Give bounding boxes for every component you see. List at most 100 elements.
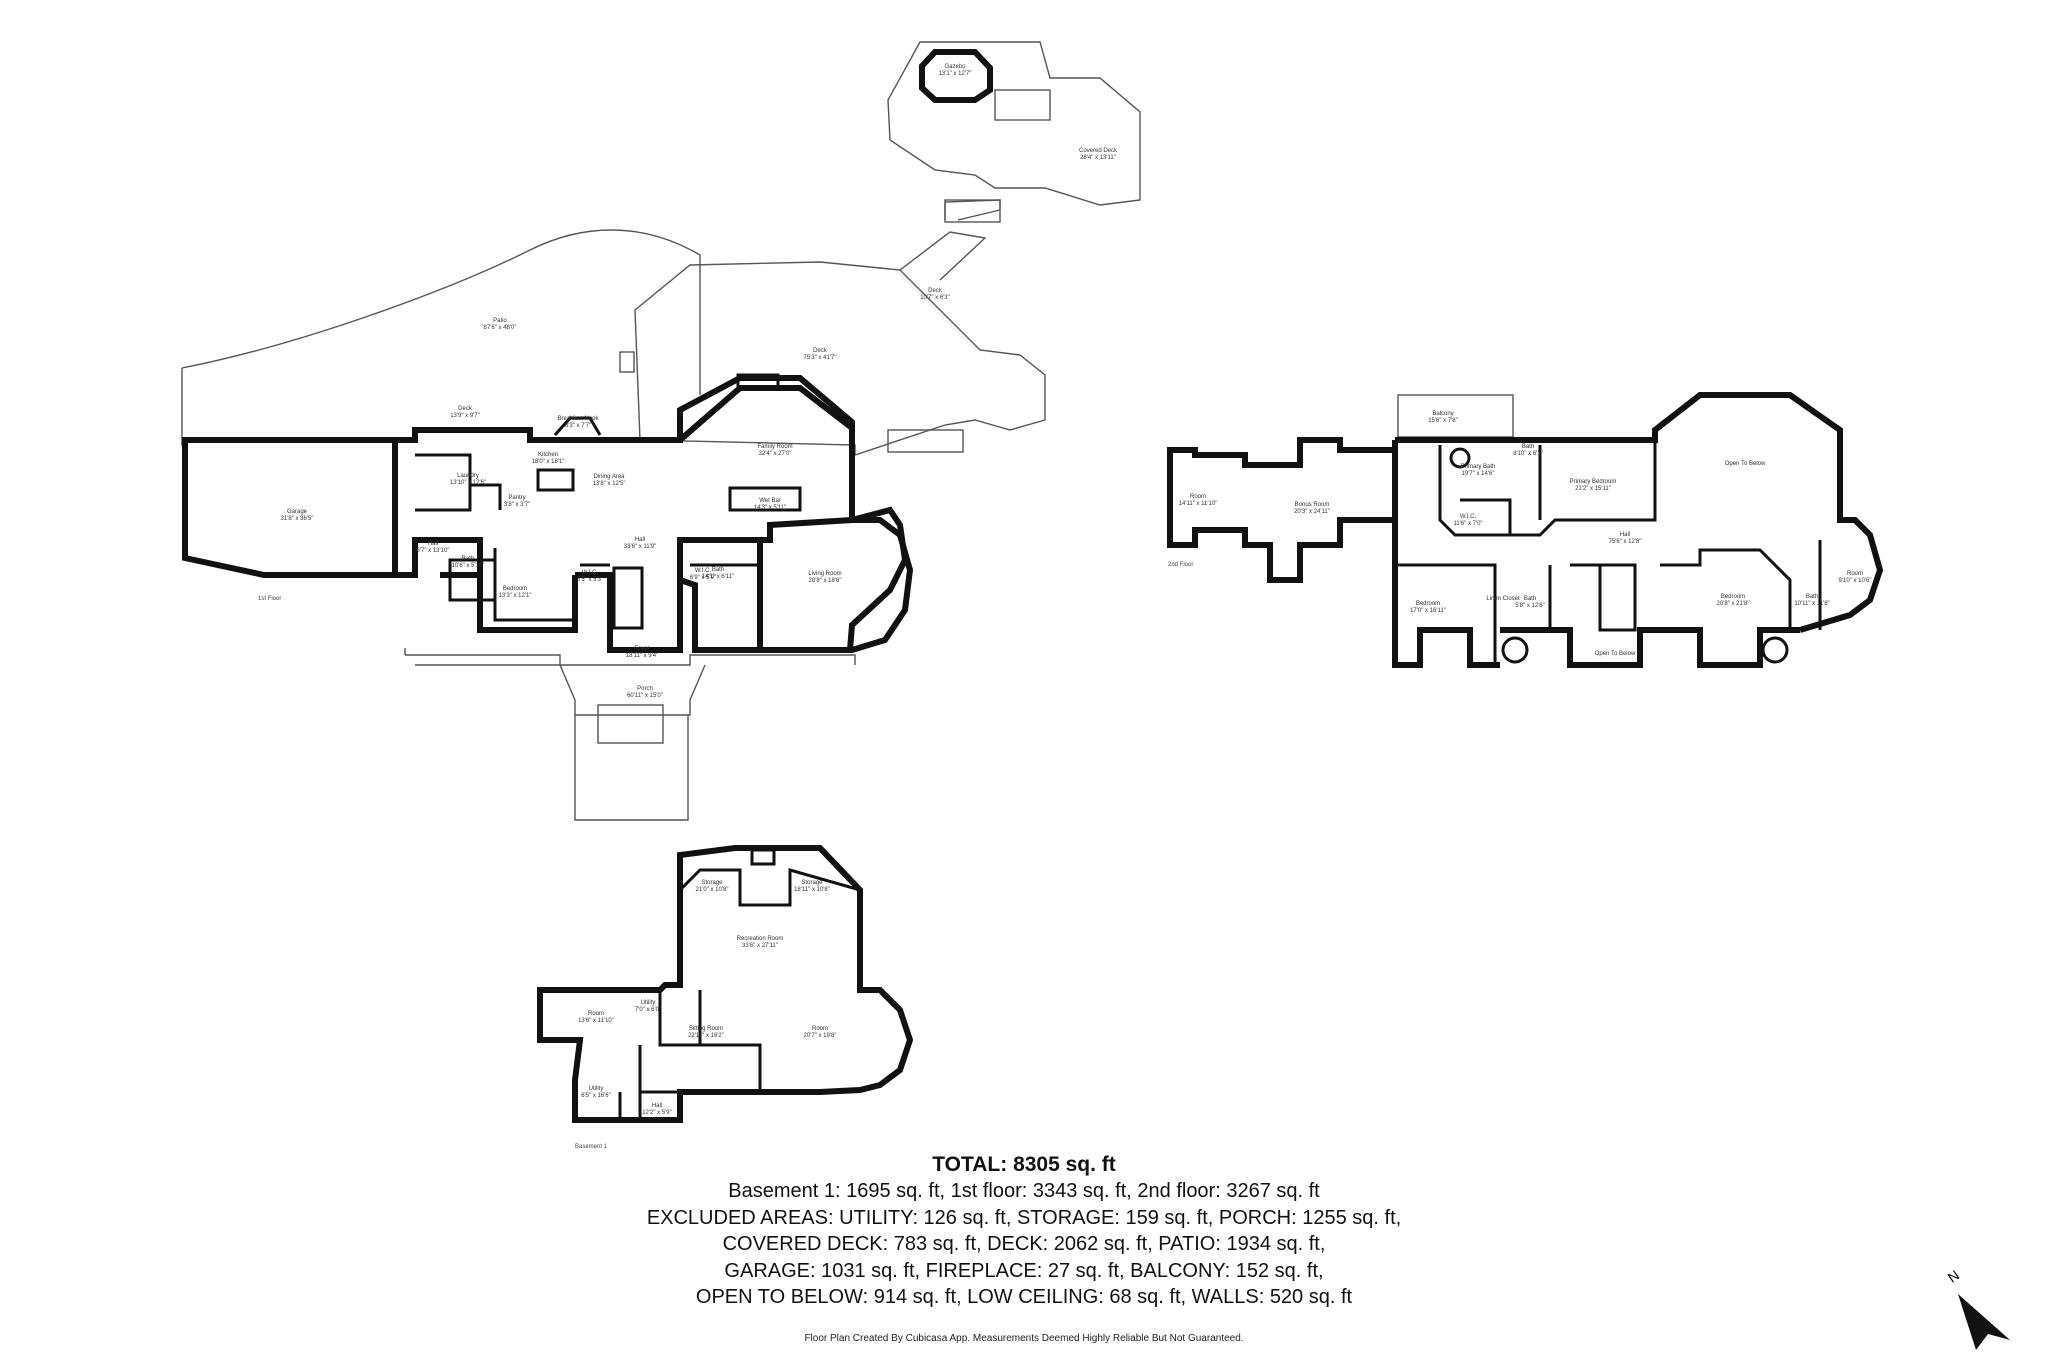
credit-text: Floor Plan Created By Cubicasa App. Meas… (804, 1333, 1244, 1344)
second-room-name: Linen Closet (1486, 596, 1520, 602)
first-room-dims: 6'7" x 13'10" (417, 548, 450, 554)
first-room-name: Wet Bar (759, 498, 781, 504)
first-room-name: Kitchen (538, 452, 558, 458)
basement-stairs (638, 1090, 682, 1122)
second-room-name: Bedroom (1721, 594, 1745, 600)
second-room-dims: 11'6" x 7'0" (1453, 521, 1482, 527)
basement-interior-walls (618, 990, 762, 1120)
basement-room-name: Storage (701, 880, 723, 886)
summary-line-1: Basement 1: 1695 sq. ft, 1st floor: 3343… (728, 1180, 1320, 1202)
second-room-name: Bonus Room (1295, 502, 1330, 508)
second-room-dims: 9'10" x 10'6" (1839, 578, 1872, 584)
total-area: TOTAL: 8305 sq. ft (932, 1153, 1116, 1176)
basement-room-dims: 22'11" x 16'2" (688, 1033, 724, 1039)
first-room-dims: 14'3" x 5'11" (754, 505, 786, 511)
first-room-name: Bath (462, 556, 474, 562)
second-room-name: Open To Below (1595, 651, 1636, 657)
basement-room-dims: 7'0" x 6'0" (635, 1007, 661, 1013)
first-room-dims: 10'7" x 6'3" (920, 295, 950, 301)
first-room-name: Porch (637, 686, 653, 692)
primary-suite-walls (1438, 440, 1657, 537)
second-room-name: Room (1847, 571, 1863, 577)
kitchenette-outline (994, 89, 1051, 121)
basement-fireplace (750, 848, 776, 866)
north-arrow-icon: N (1945, 1267, 2010, 1350)
tub-1 (1501, 636, 1529, 664)
breakfast-nook-walls (553, 416, 602, 436)
second-room-dims: 15'6" x 7'8" (1428, 418, 1458, 424)
porch-outline (404, 648, 856, 821)
second-room-dims: 21'2" x 15'11" (1575, 486, 1611, 492)
first-room-name: Gazebo (944, 64, 966, 70)
first-room-name: Deck (813, 348, 828, 354)
second-room-name: Open To Below (1725, 461, 1766, 467)
basement-room-dims: 18'11" x 10'8" (794, 887, 830, 893)
basement-room-dims: 20'7" x 19'8" (804, 1033, 837, 1039)
second-room-dims: 8'10" x 6'1" (1513, 451, 1543, 457)
tub-3 (1449, 447, 1471, 469)
summary-line-5: OPEN TO BELOW: 914 sq. ft, LOW CEILING: … (695, 1286, 1353, 1308)
bedroom-walls (448, 548, 760, 622)
first-room-name: Living Room (808, 571, 841, 577)
summary-line-2: EXCLUDED AREAS: UTILITY: 126 sq. ft, STO… (646, 1206, 1402, 1229)
first-room-dims: 6'9" x 5'9" (690, 575, 716, 581)
first-floor-tag: 1st Floor (258, 596, 281, 602)
laundry-walls (415, 453, 502, 512)
living-room-bay (851, 517, 914, 653)
first-room-name: Pantry (508, 495, 525, 501)
first-room-name: Bath (712, 567, 724, 573)
basement-floor-tag: Basement 1 (575, 1144, 608, 1150)
first-room-dims: 8'5" x 5'3" (577, 577, 603, 583)
summary-line-4: GARAGE: 1031 sq. ft, FIREPLACE: 27 sq. f… (724, 1259, 1324, 1282)
first-room-dims: 60'11" x 15'0" (627, 693, 663, 699)
second-floor-bedroom-walls (1395, 540, 1822, 665)
first-room-dims: 13'9" x 9'7" (450, 413, 480, 419)
first-room-dims: 28'4" x 13'11" (1080, 155, 1116, 161)
basement-room-dims: 12'2" x 5'9" (642, 1110, 672, 1116)
first-room-name: Garage (287, 509, 308, 515)
north-arrow-shape (1958, 1294, 2010, 1350)
basement-room-dims: 6'5" x 16'6" (581, 1093, 611, 1099)
first-room-name: Deck (458, 406, 473, 412)
basement-room-dims: 13'6" x 11'10" (578, 1018, 614, 1024)
second-room-dims: 10'11" x 11'8" (1794, 601, 1829, 607)
first-room-dims: 31'8" x 36'5" (281, 516, 314, 522)
patio-outline (181, 229, 701, 446)
second-room-dims: 5'8" x 12'6" (1515, 603, 1545, 609)
first-room-dims: 32'4" x 27'0" (759, 451, 792, 457)
second-floor-tag: 2nd Floor (1168, 562, 1193, 568)
second-room-name: Bath (1806, 594, 1818, 600)
summary-line-3: COVERED DECK: 783 sq. ft, DECK: 2062 sq.… (722, 1233, 1326, 1255)
basement-plan (537, 845, 914, 1123)
first-room-dims: 18'11" x 9'4" (626, 653, 658, 659)
first-room-name: Breakfast Nook (557, 416, 599, 422)
basement-room-name: Room (588, 1011, 604, 1017)
first-room-name: Patio (493, 318, 507, 324)
stairs-1f (612, 566, 644, 630)
basement-storage-walls (678, 868, 861, 907)
deck-step-2 (619, 351, 635, 373)
fireplace (736, 373, 780, 391)
deck-step (887, 429, 964, 453)
first-room-name: Covered Deck (1079, 148, 1118, 154)
north-label: N (1945, 1267, 1962, 1286)
first-room-dims: 13'8" x 12'5" (593, 481, 626, 487)
basement-room-name: Sitting Room (689, 1026, 723, 1032)
kitchen-island (536, 468, 575, 492)
second-floor-main-walls (1392, 392, 1884, 668)
second-room-name: Balcony (1432, 411, 1453, 417)
garage-walls (182, 437, 398, 578)
first-room-dims: 13'3" x 12'1" (499, 593, 532, 599)
first-room-name: W.I.C. (695, 568, 712, 574)
second-floor-left-walls (1167, 437, 1398, 583)
deck-stairs (899, 199, 1001, 281)
basement-room-name: Recreation Room (737, 936, 784, 942)
first-room-dims: 14'1" x 6'11" (702, 574, 734, 580)
second-room-dims: 75'6" x 12'8" (1609, 539, 1642, 545)
family-room-walls (678, 385, 855, 520)
second-room-name: Hall (1620, 532, 1630, 538)
first-room-name: W.I.C. (582, 570, 599, 576)
second-room-name: Bath (1522, 444, 1534, 450)
